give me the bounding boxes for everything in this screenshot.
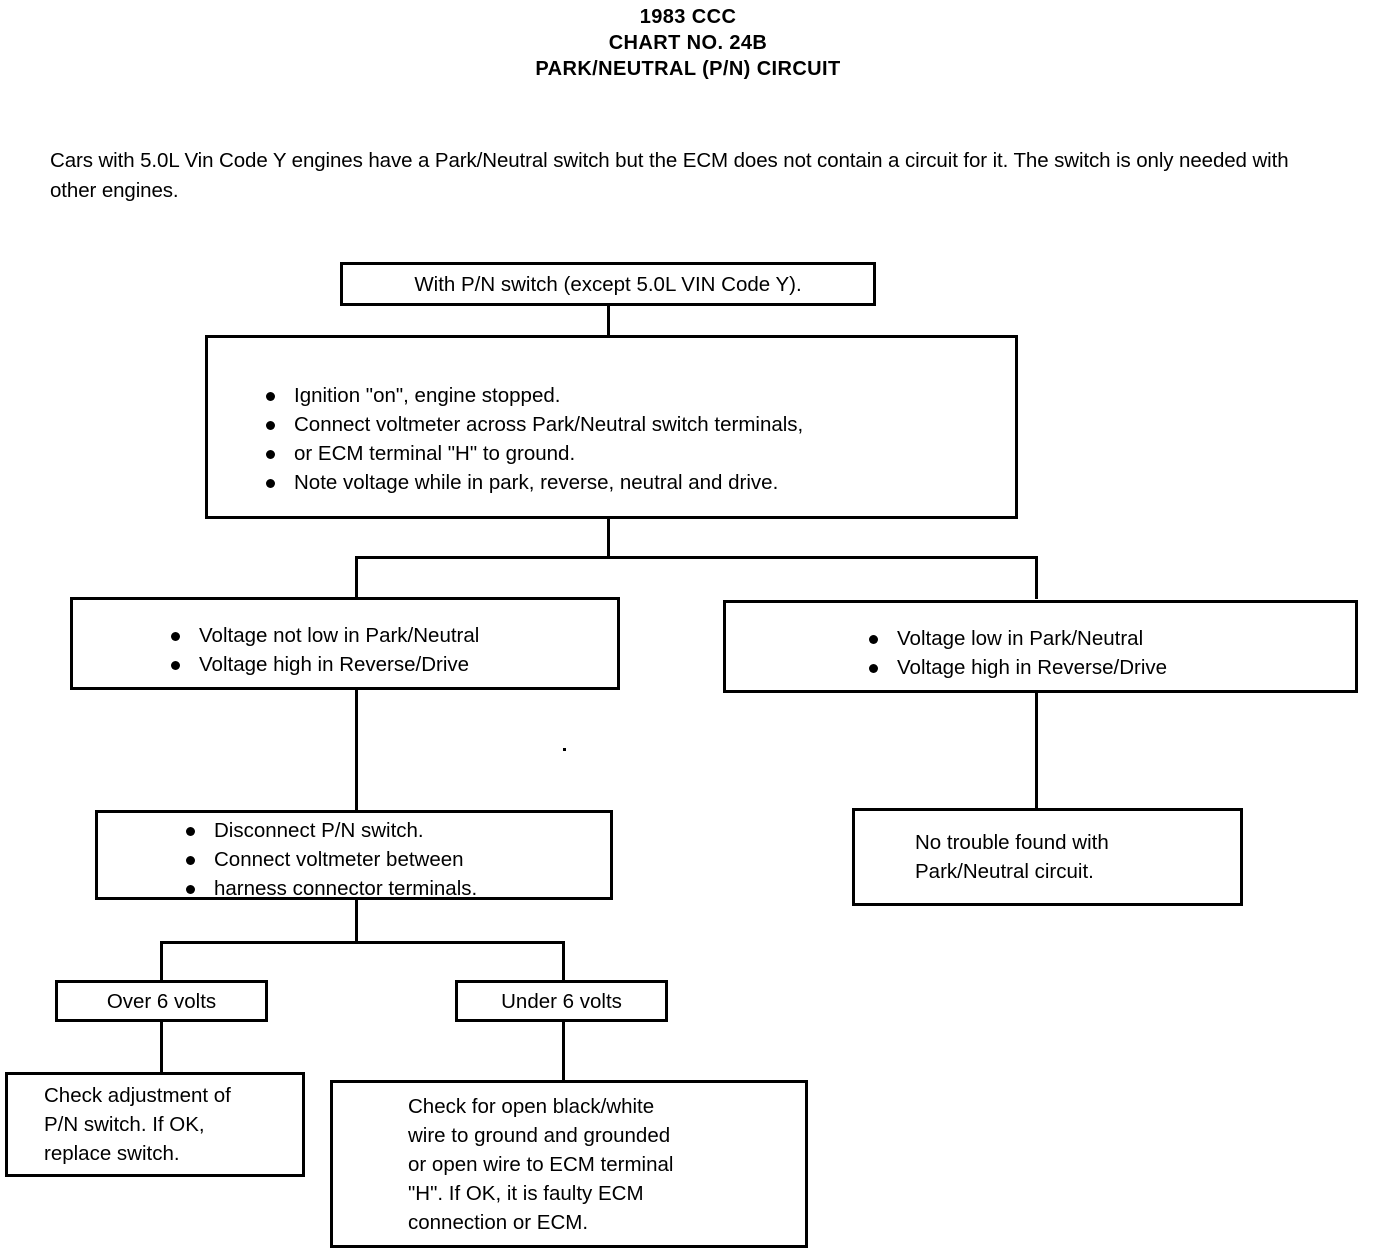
connector-volts-right-drop <box>562 941 565 982</box>
connector-split-right-drop <box>1035 556 1038 599</box>
node-branch-left-bullets: Voltage not low in Park/Neutral Voltage … <box>163 621 617 679</box>
node-over-6-volts-label: Over 6 volts <box>106 989 217 1013</box>
bullet-item: Voltage low in Park/Neutral <box>861 624 1355 653</box>
node-check-adjustment-line-2: P/N switch. If OK, <box>44 1113 205 1136</box>
bullet-item: Connect voltmeter between <box>178 845 610 874</box>
title-line-2: CHART NO. 24B <box>608 32 768 54</box>
node-branch-left: Voltage not low in Park/Neutral Voltage … <box>70 597 620 690</box>
intro-paragraph: Cars with 5.0L Vin Code Y engines have a… <box>50 149 1289 202</box>
bullet-item: Voltage high in Reverse/Drive <box>163 650 617 679</box>
scan-speck <box>563 748 566 751</box>
node-over-6-volts: Over 6 volts <box>55 980 268 1022</box>
node-under-6-volts: Under 6 volts <box>455 980 668 1022</box>
page-title: 1983 CCC CHART NO. 24B PARK/NEUTRAL (P/N… <box>0 4 1376 82</box>
bullet-text: Voltage low in Park/Neutral <box>897 626 1144 650</box>
node-check-open-wire-line-5: connection or ECM. <box>408 1210 589 1234</box>
node-start: With P/N switch (except 5.0L VIN Code Y)… <box>340 262 876 306</box>
node-check-open-wire-line-2: wire to ground and grounded <box>408 1123 671 1147</box>
connector-volts-split-bar <box>160 941 565 944</box>
bullet-text: Voltage high in Reverse/Drive <box>199 652 470 676</box>
node-branch-right-bullets: Voltage low in Park/Neutral Voltage high… <box>861 624 1355 682</box>
connector-over-to-check-adjustment <box>160 1020 163 1074</box>
node-start-label: With P/N switch (except 5.0L VIN Code Y)… <box>414 272 802 296</box>
node-check-adjustment-line-3: replace switch. <box>44 1142 180 1165</box>
connector-under-to-check-open-wire <box>562 1020 565 1082</box>
bullet-item: Connect voltmeter across Park/Neutral sw… <box>258 410 1015 439</box>
node-no-trouble-line-1: No trouble found with <box>915 831 1109 854</box>
bullet-text: Ignition "on", engine stopped. <box>294 384 561 407</box>
connector-split-left-drop <box>355 556 358 599</box>
bullet-text: harness connector terminals. <box>214 876 478 900</box>
bullet-text: Voltage not low in Park/Neutral <box>199 623 480 647</box>
bullet-item: Ignition "on", engine stopped. <box>258 381 1015 410</box>
node-check-open-wire-line-4: "H". If OK, it is faulty ECM <box>408 1181 644 1205</box>
bullet-text: Voltage high in Reverse/Drive <box>897 655 1168 679</box>
node-check-open-wire-line-1: Check for open black/white <box>408 1094 655 1118</box>
bullet-item: Voltage high in Reverse/Drive <box>861 653 1355 682</box>
bullet-continuation: or ECM terminal "H" to ground. <box>258 439 1015 468</box>
node-check-open-wire: Check for open black/white wire to groun… <box>330 1080 808 1248</box>
bullet-text: Note voltage while in park, reverse, neu… <box>294 471 779 494</box>
title-line-1: 1983 CCC <box>639 6 737 28</box>
bullet-continuation: harness connector terminals. <box>178 874 610 903</box>
node-disconnect-step: Disconnect P/N switch. Connect voltmeter… <box>95 810 613 900</box>
bullet-item: Disconnect P/N switch. <box>178 816 610 845</box>
node-no-trouble-line-2: Park/Neutral circuit. <box>915 860 1094 883</box>
node-no-trouble: No trouble found with Park/Neutral circu… <box>852 808 1243 906</box>
node-test-step: Ignition "on", engine stopped. Connect v… <box>205 335 1018 519</box>
connector-split-bar <box>355 556 1038 559</box>
title-line-3: PARK/NEUTRAL (P/N) CIRCUIT <box>535 58 841 80</box>
connector-volts-left-drop <box>160 941 163 982</box>
bullet-text: Disconnect P/N switch. <box>214 818 424 842</box>
bullet-text: Connect voltmeter across Park/Neutral sw… <box>294 413 804 436</box>
connector-disconnect-to-split <box>355 898 358 943</box>
node-branch-right: Voltage low in Park/Neutral Voltage high… <box>723 600 1358 693</box>
node-test-step-bullets: Ignition "on", engine stopped. Connect v… <box>258 381 1015 497</box>
node-check-adjustment: Check adjustment of P/N switch. If OK, r… <box>5 1072 305 1177</box>
connector-start-to-test <box>607 304 610 337</box>
node-disconnect-step-bullets: Disconnect P/N switch. Connect voltmeter… <box>178 816 610 903</box>
connector-right-to-no-trouble <box>1035 691 1038 811</box>
connector-test-to-split <box>607 516 610 558</box>
bullet-text: Connect voltmeter between <box>214 847 464 871</box>
bullet-item: Voltage not low in Park/Neutral <box>163 621 617 650</box>
bullet-item: Note voltage while in park, reverse, neu… <box>258 468 1015 497</box>
bullet-text: or ECM terminal "H" to ground. <box>294 442 576 465</box>
node-check-open-wire-line-3: or open wire to ECM terminal <box>408 1152 674 1176</box>
connector-left-to-disconnect <box>355 688 358 812</box>
node-under-6-volts-label: Under 6 volts <box>501 989 622 1013</box>
node-check-adjustment-line-1: Check adjustment of <box>44 1084 231 1107</box>
